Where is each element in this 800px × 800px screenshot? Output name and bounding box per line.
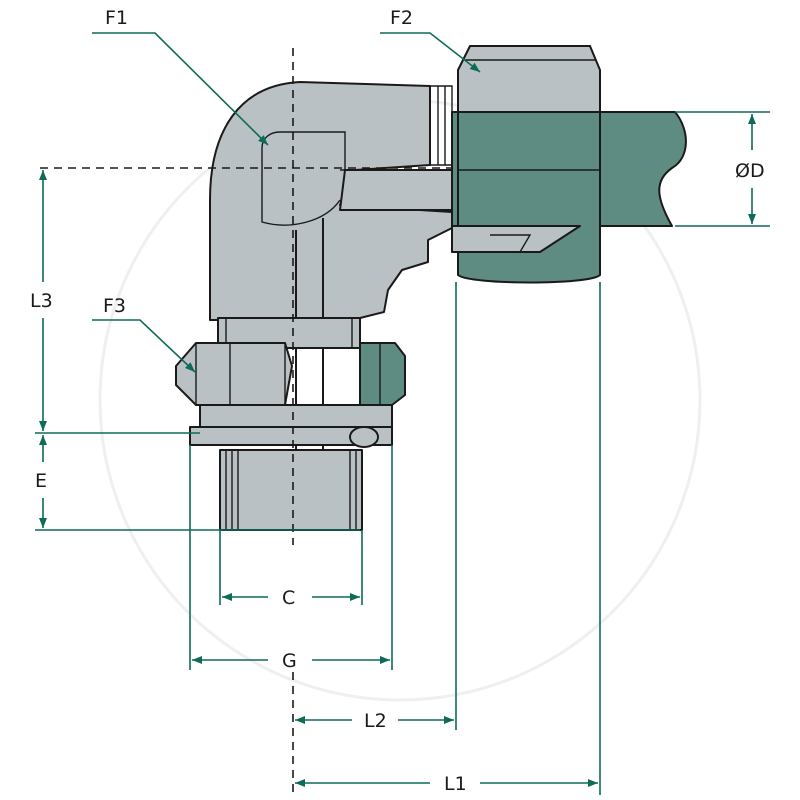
label-f2: F2 [390,7,413,29]
dimension-e [35,435,360,531]
label-e: E [35,470,47,492]
label-l2: L2 [364,710,387,732]
dimension-l2 [295,282,457,730]
elbow-body [209,81,453,528]
label-f3: F3 [103,295,126,317]
dimension-od [675,111,770,227]
stud-end [175,317,406,531]
label-l1: L1 [444,773,467,795]
dimension-c [219,530,363,605]
dimension-l1 [295,282,601,795]
label-od: ØD [735,160,765,182]
label-g: G [282,650,297,672]
leader-f2 [380,32,481,73]
dimension-l3 [35,170,200,434]
label-f1: F1 [105,7,128,29]
dimension-g [189,445,393,670]
leader-f3 [92,319,196,373]
leader-f1 [92,32,269,146]
tube-nut [451,45,687,284]
label-c: C [282,587,295,609]
label-l3: L3 [30,290,53,312]
